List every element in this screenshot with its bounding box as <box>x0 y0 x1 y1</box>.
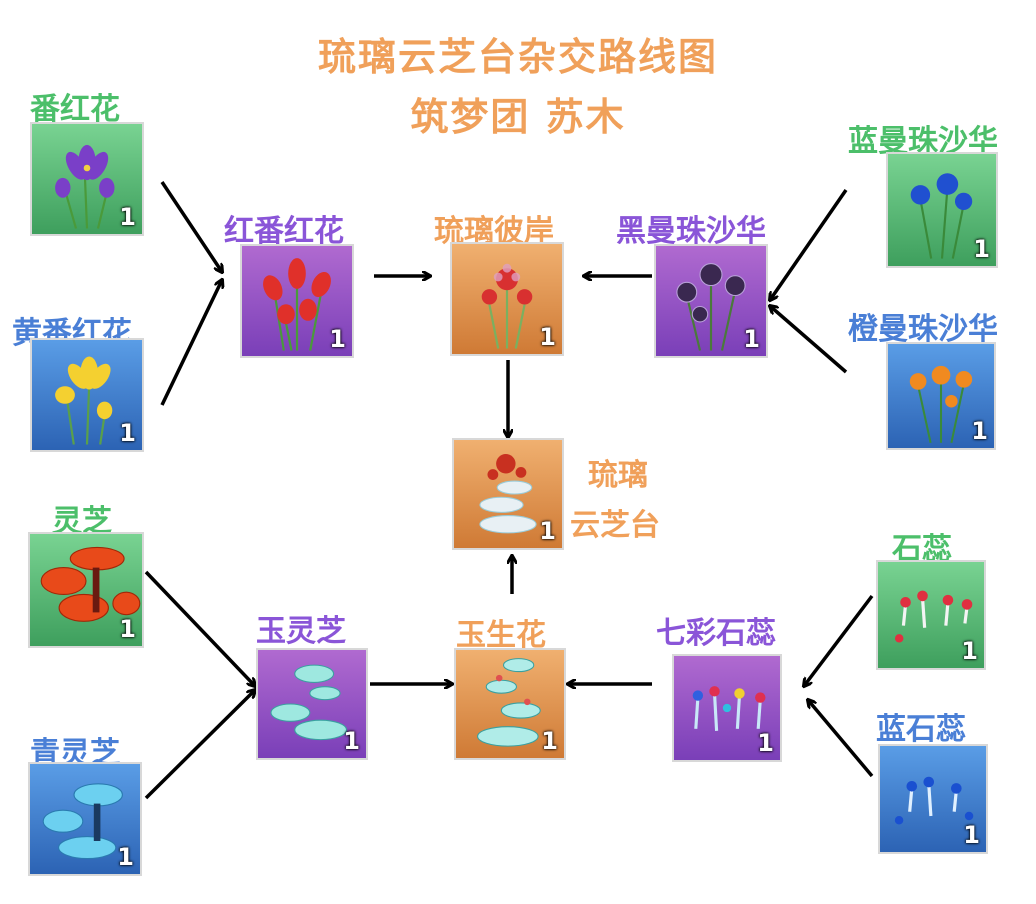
quantity-badge: 1 <box>119 615 136 643</box>
arrow-lanshirui-to-qicai <box>808 700 874 778</box>
label-yulingzhi: 玉灵芝 <box>256 614 346 649</box>
label-fanhonghua: 番红花 <box>30 92 120 127</box>
red-crocus-icon: 1 <box>240 244 354 358</box>
label-lanshirui: 蓝石蕊 <box>876 712 966 747</box>
quantity-badge: 1 <box>119 203 136 231</box>
jade-flower-icon: 1 <box>454 648 566 760</box>
label-platform-line2: 云芝台 <box>570 508 660 543</box>
quantity-badge: 1 <box>329 325 346 353</box>
quantity-badge: 1 <box>539 323 556 351</box>
orange-spider-lily-icon: 1 <box>886 342 996 450</box>
arrow-fanhonghua-to-hong <box>160 181 222 272</box>
blue-mushroom-icon: 1 <box>28 762 142 876</box>
black-spider-lily-icon: 1 <box>654 244 768 358</box>
arrow-lan-to-hei <box>770 189 848 300</box>
arrow-huang-to-hong <box>160 280 222 406</box>
arrow-shirui-to-qicai <box>804 594 874 686</box>
label-hongfanhonghua: 红番红花 <box>224 214 344 249</box>
quantity-badge: 1 <box>757 729 774 757</box>
red-lichen-icon: 1 <box>876 560 986 670</box>
quantity-badge: 1 <box>539 517 556 545</box>
label-chengmanzhu: 橙曼珠沙华 <box>848 312 998 347</box>
quantity-badge: 1 <box>973 235 990 263</box>
purple-crocus-icon: 1 <box>30 122 144 236</box>
arrow-qing-to-yulingzhi <box>144 690 255 800</box>
red-mushroom-icon: 1 <box>28 532 144 648</box>
quantity-badge: 1 <box>343 727 360 755</box>
jade-mushroom-icon: 1 <box>256 648 368 760</box>
label-heimanzhu: 黑曼珠沙华 <box>616 214 766 249</box>
quantity-badge: 1 <box>743 325 760 353</box>
glass-lily-icon: 1 <box>450 242 564 356</box>
quantity-badge: 1 <box>963 821 980 849</box>
label-yushenghua: 玉生花 <box>456 618 546 653</box>
quantity-badge: 1 <box>961 637 978 665</box>
diagram-title: 琉璃云芝台杂交路线图 <box>317 35 718 79</box>
yellow-crocus-icon: 1 <box>30 338 144 452</box>
label-platform-line1: 琉璃 <box>588 458 648 493</box>
quantity-badge: 1 <box>117 843 134 871</box>
glass-cloud-platform-icon: 1 <box>452 438 564 550</box>
quantity-badge: 1 <box>541 727 558 755</box>
rainbow-lichen-icon: 1 <box>672 654 782 762</box>
blue-lichen-icon: 1 <box>878 744 988 854</box>
label-qicaishirui: 七彩石蕊 <box>656 616 776 651</box>
diagram-subtitle: 筑梦团 苏木 <box>410 95 626 139</box>
arrow-lingzhi-to-yulingzhi <box>144 570 255 686</box>
quantity-badge: 1 <box>971 417 988 445</box>
quantity-badge: 1 <box>119 419 136 447</box>
arrow-cheng-to-hei <box>770 306 848 374</box>
blue-spider-lily-icon: 1 <box>886 152 998 268</box>
